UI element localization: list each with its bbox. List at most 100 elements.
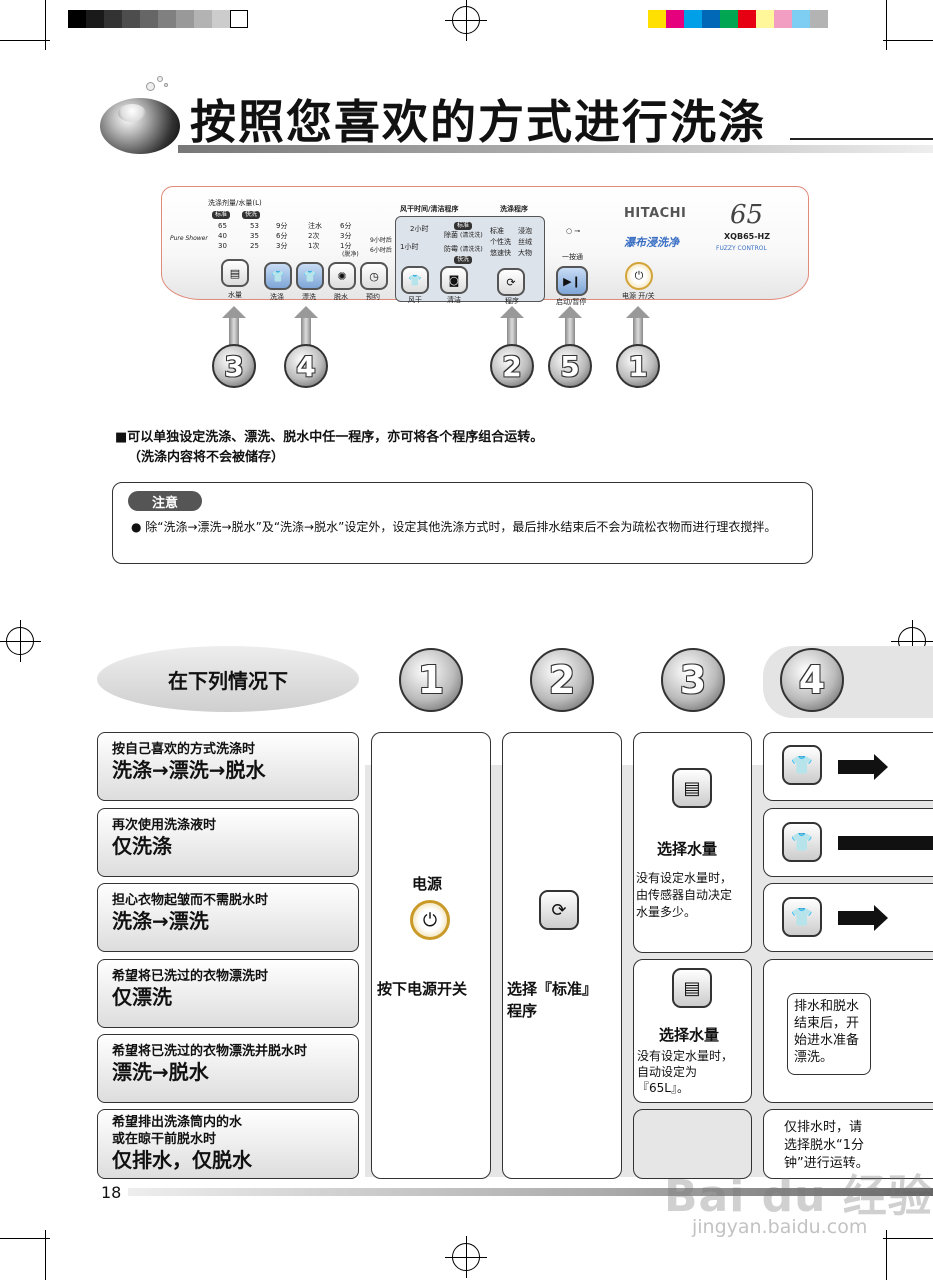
grayscale-calibration-bar — [68, 10, 248, 28]
crop-mark — [0, 40, 50, 41]
up-arrow — [500, 306, 524, 348]
step-4-number: 4 — [780, 648, 844, 712]
bubble-decoration — [157, 76, 163, 82]
condition-main: 漂洗→脱水 — [112, 1060, 209, 1084]
condition-sub: 或在晾干前脱水时 — [112, 1132, 217, 1147]
dry-program-sterilize-note: (清洗洗) — [460, 232, 483, 239]
step-2-column — [502, 732, 622, 1179]
clean-button[interactable]: ◙ — [440, 266, 468, 294]
dry-time-2h: 2小时 — [410, 225, 429, 233]
program-bulky: 大物 — [518, 249, 532, 257]
shirt-icon: 👕 — [782, 822, 822, 862]
wash-time-9: 9分 — [276, 222, 288, 230]
step-3-note-line: 没有设定水量时， — [636, 871, 733, 885]
wash-button[interactable]: 👕 — [264, 262, 292, 290]
water-level-53: 53 — [250, 222, 259, 230]
timer-button-label: 预约 — [366, 293, 380, 301]
crop-mark — [883, 40, 933, 41]
calibration-swatch — [774, 10, 792, 28]
tub-icon: ◙ — [448, 273, 460, 287]
timer-button[interactable]: ◷ — [360, 262, 388, 290]
tag-standard: 标准 — [212, 211, 231, 219]
up-arrow — [626, 306, 650, 348]
description-line-2: （洗涤内容将不会被储存） — [128, 450, 285, 465]
step-2-action-line-1: 选择『标准』 — [507, 980, 598, 998]
right-arrow — [838, 754, 888, 780]
tag-standard-dry: 标准 — [454, 222, 473, 230]
dry-button[interactable]: 👕 — [401, 266, 429, 294]
spin-time-3: 3分 — [340, 232, 352, 240]
calibration-swatch — [122, 10, 140, 28]
bucket-icon: ▤ — [229, 266, 241, 280]
calibration-swatch — [702, 10, 720, 28]
dry-program-mildew: 防霉 — [444, 245, 458, 253]
shirt-icon: 👕 — [782, 897, 822, 937]
spin-button[interactable]: ✺ — [328, 262, 356, 290]
timer-option-6h: 6小时后 — [370, 247, 392, 254]
calibration-swatch — [738, 10, 756, 28]
timer-option-9h: 9小时后 — [370, 237, 392, 244]
program-cycle-icon: ⟳ — [506, 275, 516, 289]
condition-sub: 希望排出洗涤筒内的水 — [112, 1115, 243, 1130]
condition-main: 仅洗涤 — [112, 834, 172, 858]
callout-wash-rinse-spin: 4 — [284, 344, 328, 388]
condition-main: 仅漂洗 — [112, 985, 172, 1009]
program-button[interactable]: ⟳ — [497, 268, 525, 296]
registration-mark — [0, 620, 41, 662]
dry-button-label: 风干 — [408, 296, 422, 304]
rinse-option-1: 1次 — [308, 242, 320, 250]
condition-row: 担心衣物起皱而不需脱水时 洗涤→漂洗 — [97, 883, 359, 952]
detergent-label: 洗涤剂量/水量(L) — [208, 199, 262, 207]
calibration-swatch — [230, 10, 248, 28]
notice-tag: 注意 — [128, 491, 202, 511]
calibration-swatch — [104, 10, 122, 28]
water-level-25: 25 — [250, 242, 259, 250]
note-line: 排水和脱水 — [794, 999, 860, 1014]
water-level-35: 35 — [250, 232, 259, 240]
page-title: 按照您喜欢的方式进行洗涤 — [190, 95, 766, 149]
water-level-65: 65 — [218, 222, 227, 230]
registration-mark — [445, 1236, 487, 1278]
tag-quick-dry: 快洗 — [454, 256, 473, 264]
wash-time-3: 3分 — [276, 242, 288, 250]
calibration-swatch — [140, 10, 158, 28]
title-ball-highlight — [118, 104, 146, 122]
spin-button-label: 脱水 — [334, 293, 348, 301]
play-pause-icon: ▶❙ — [563, 274, 581, 288]
condition-main: 洗涤→漂洗→脱水 — [112, 758, 266, 782]
program-silk: 丝绒 — [518, 238, 532, 246]
logo-pure-shower: Pure Shower — [170, 235, 208, 242]
fuzzy-control-label: FUZZY CONTROL — [716, 245, 767, 252]
rinse-button[interactable]: 👕 — [296, 262, 324, 290]
condition-sub: 希望将已洗过的衣物漂洗并脱水时 — [112, 1044, 308, 1059]
notice-text: ● 除“洗涤→漂洗→脱水”及“洗涤→脱水”设定外，设定其他洗涤方式时，最后排水结… — [131, 520, 777, 534]
note-line: 始进水准备 — [794, 1033, 860, 1048]
child-lock-indicator: ○ ⊸ — [566, 227, 581, 235]
callout-water-level: 3 — [212, 344, 256, 388]
step-3-cell — [633, 1109, 752, 1179]
watermark-url: jingyan.baidu.com — [692, 1216, 868, 1238]
rinse-option-2: 2次 — [308, 232, 320, 240]
bubble-decoration — [146, 82, 155, 91]
wash-time-6: 6分 — [276, 232, 288, 240]
shirt-icon: 👕 — [782, 745, 822, 785]
crop-mark — [0, 1238, 50, 1239]
water-level-button[interactable]: ▤ — [221, 259, 249, 287]
clean-button-label: 清洁 — [447, 296, 461, 304]
right-arrow — [838, 905, 888, 931]
power-icon: ⏻ — [410, 900, 450, 940]
crop-mark — [45, 1230, 46, 1280]
calibration-swatch — [720, 10, 738, 28]
wash-button-label: 洗涤 — [270, 293, 284, 301]
crop-mark — [45, 0, 46, 50]
dry-program-sterilize: 除菌 — [444, 231, 458, 239]
program-soak: 浸泡 — [518, 227, 532, 235]
brand-slogan: 瀑布浸洗净 — [624, 236, 679, 249]
start-pause-button[interactable]: ▶❙ — [556, 266, 588, 296]
condition-main: 洗涤→漂洗 — [112, 909, 209, 933]
condition-row: 再次使用洗涤液时 仅洗涤 — [97, 808, 359, 877]
description-line-1: ■可以单独设定洗涤、漂洗、脱水中任一程序，亦可将各个程序组合运转。 — [115, 430, 544, 445]
water-level-button-label: 水量 — [228, 291, 242, 299]
calibration-swatch — [648, 10, 666, 28]
power-button[interactable]: ⏻ — [625, 262, 653, 290]
